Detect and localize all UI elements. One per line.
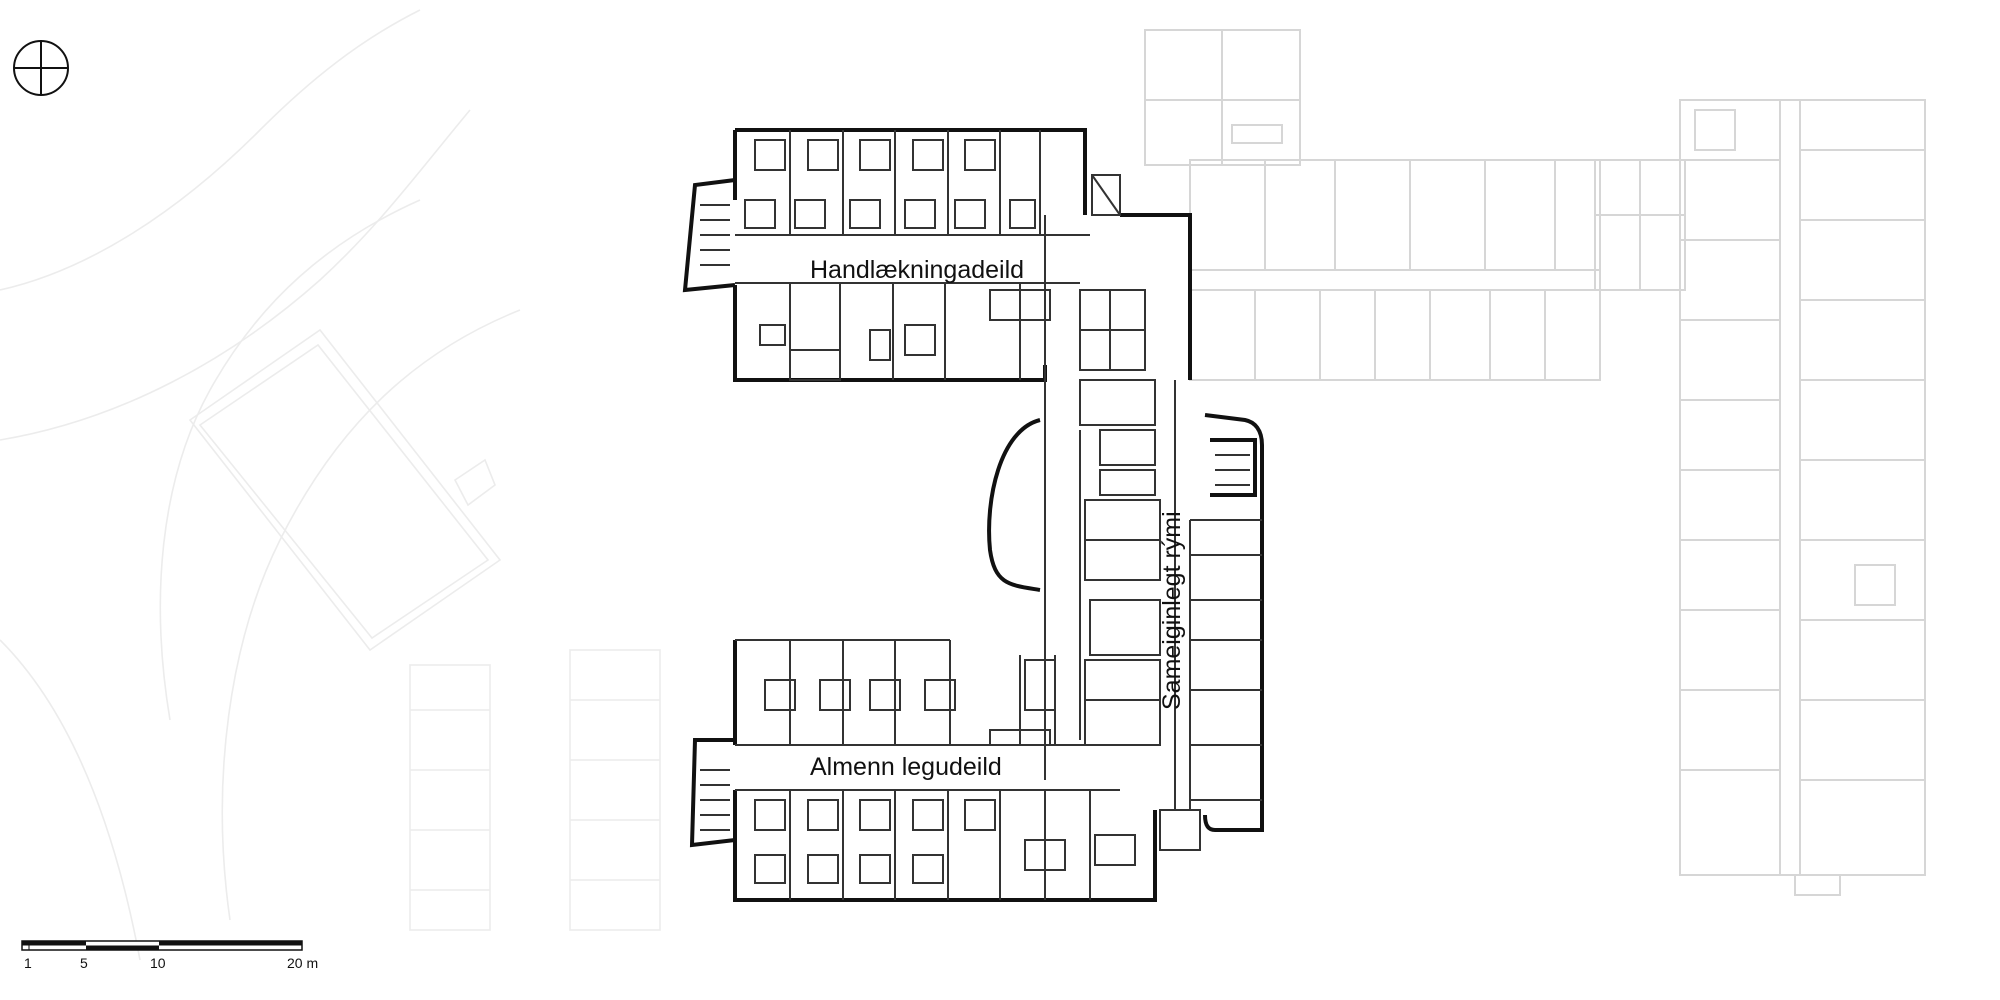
scale-tick-10: 10 <box>150 955 166 971</box>
curved-lounge-wall <box>987 418 1041 592</box>
ward-lower-label: Almenn legudeild <box>810 753 1002 781</box>
north-arrow-icon <box>13 40 69 96</box>
existing-building-context <box>1144 29 1926 896</box>
scale-tick-1: 1 <box>24 955 32 971</box>
scale-tick-20: 20 m <box>287 955 318 971</box>
scale-tick-5: 5 <box>80 955 88 971</box>
site-context <box>0 9 661 961</box>
ward-upper-label: Handlækningadeild <box>810 256 1024 284</box>
scale-bar: 1 5 10 20 m <box>21 940 318 971</box>
common-space-label: Sameiginlegt rými <box>1158 511 1186 710</box>
interior-partitions <box>700 130 1262 900</box>
